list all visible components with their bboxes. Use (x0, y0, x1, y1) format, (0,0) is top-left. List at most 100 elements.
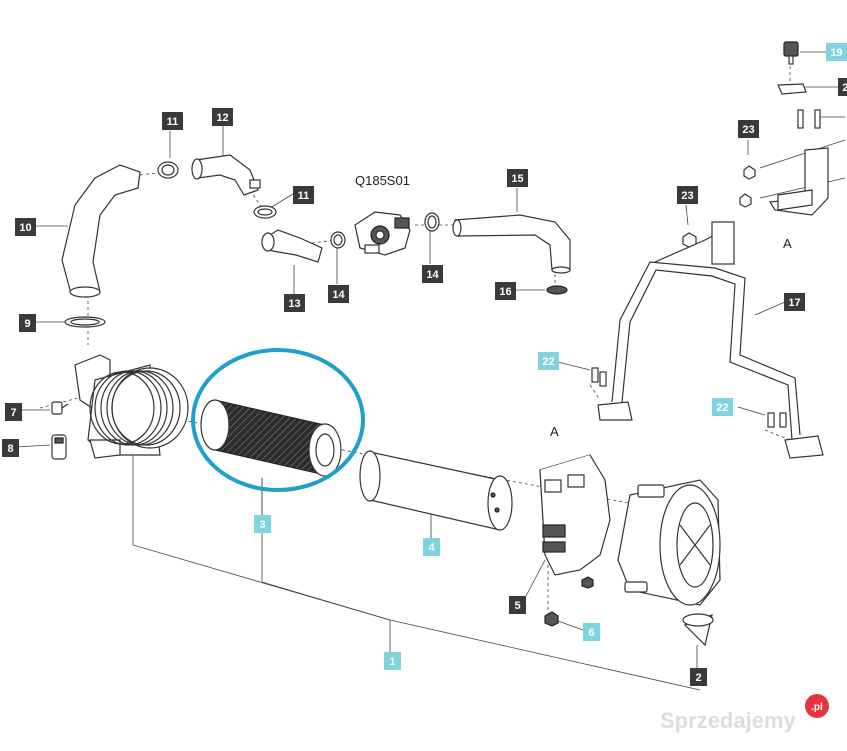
intake-hose-upper (61, 164, 141, 298)
callout-c16: 16 (495, 282, 516, 300)
callout-label: 14 (426, 269, 439, 281)
callout-box (293, 186, 314, 204)
compressor-assembly (354, 211, 411, 256)
nuts-23 (682, 165, 756, 248)
highlight-ring (191, 348, 365, 492)
dust-valve (682, 613, 714, 647)
mounting-band (539, 454, 611, 576)
callout-box (162, 112, 183, 130)
callout-label: 23 (742, 124, 754, 136)
callout-box (538, 352, 559, 370)
callout-box (15, 218, 36, 236)
callout-c17: 17 (784, 293, 805, 311)
callout-box (212, 108, 233, 126)
callout-label: 9 (24, 318, 30, 330)
callout-label: 11 (167, 116, 179, 128)
callout-c8: 8 (2, 439, 19, 457)
callout-c11b: 11 (293, 186, 314, 204)
callout-c4: 4 (423, 538, 440, 556)
housing-cover (617, 479, 721, 606)
callout-c22b: 22 (712, 398, 733, 416)
callout-c20: 20 (838, 78, 847, 96)
fitting-8 (51, 434, 67, 460)
callout-label: 2 (695, 672, 701, 684)
callout-box (5, 403, 22, 421)
callout-label: 16 (499, 286, 511, 298)
callout-c19: 19 (826, 43, 847, 61)
callout-label: 3 (259, 519, 265, 531)
callout-c14a: 14 (328, 285, 349, 303)
callout-box (423, 538, 440, 556)
bolts-22 (591, 367, 787, 428)
callout-label: 12 (216, 112, 228, 124)
callout-c3: 3 (254, 515, 271, 533)
callout-c15: 15 (507, 169, 528, 187)
callout-c2: 2 (690, 668, 707, 686)
watermark: Sprzedajemy .pl (660, 694, 829, 733)
callout-box (690, 668, 707, 686)
callout-c9: 9 (19, 314, 36, 332)
leader-lines (15, 51, 846, 691)
callout-box (384, 652, 401, 670)
callout-c11a: 11 (162, 112, 183, 130)
callout-box (495, 282, 516, 300)
callout-box (2, 439, 19, 457)
callout-box (838, 78, 847, 96)
callout-c14b: 14 (422, 265, 443, 283)
callout-c22a: 22 (538, 352, 559, 370)
part-code-label: Q185S01 (355, 173, 410, 188)
clamp-11-lower (253, 205, 277, 219)
callout-box (509, 596, 526, 614)
callout-label: 22 (716, 402, 728, 414)
callout-box (328, 285, 349, 303)
callout-label: 5 (514, 600, 520, 612)
nut-6 (544, 576, 594, 627)
callout-c5: 5 (509, 596, 526, 614)
main-filter-cartridge (359, 450, 513, 531)
air-filter-housing (74, 354, 189, 459)
callouts: 1234567891011111213141415161719202222232… (2, 43, 847, 686)
cap-16 (546, 285, 568, 295)
callout-box (284, 294, 305, 312)
section-marker-a-left: A (550, 424, 559, 439)
section-marker-a-right: A (783, 236, 792, 251)
callout-box (422, 265, 443, 283)
watermark-badge-icon (805, 694, 829, 718)
support-frame (597, 221, 824, 459)
callout-box (507, 169, 528, 187)
callout-c7: 7 (5, 403, 22, 421)
callout-c13: 13 (284, 294, 305, 312)
callout-box (583, 623, 600, 641)
callout-box (712, 398, 733, 416)
callout-label: 23 (681, 190, 693, 202)
callout-label: 4 (428, 542, 435, 554)
callout-label: 6 (588, 627, 594, 639)
callout-c23a: 23 (738, 120, 759, 138)
housing-ribs (89, 367, 189, 449)
callout-label: 15 (511, 173, 523, 185)
callout-c10: 10 (15, 218, 36, 236)
clamp-14-left (330, 231, 346, 249)
watermark-text: Sprzedajemy (660, 708, 796, 733)
elbow-pipe-12 (191, 154, 261, 196)
safety-filter-element (191, 348, 365, 492)
callout-c6: 6 (583, 623, 600, 641)
clamp-11-upper (157, 161, 179, 179)
hose-13 (261, 229, 323, 263)
callout-label: 14 (332, 289, 345, 301)
callout-c12: 12 (212, 108, 233, 126)
fitting-7 (51, 401, 69, 415)
callout-label: 17 (788, 297, 800, 309)
upper-bracket (768, 109, 829, 216)
callout-c23b: 23 (677, 186, 698, 204)
callout-box (254, 515, 271, 533)
callout-label: 20 (842, 82, 847, 94)
callout-label: 1 (389, 656, 395, 668)
callout-box (677, 186, 698, 204)
callout-box (738, 120, 759, 138)
callout-box (19, 314, 36, 332)
callout-box (826, 43, 847, 61)
callout-box (784, 293, 805, 311)
callout-label: 10 (19, 222, 31, 234)
